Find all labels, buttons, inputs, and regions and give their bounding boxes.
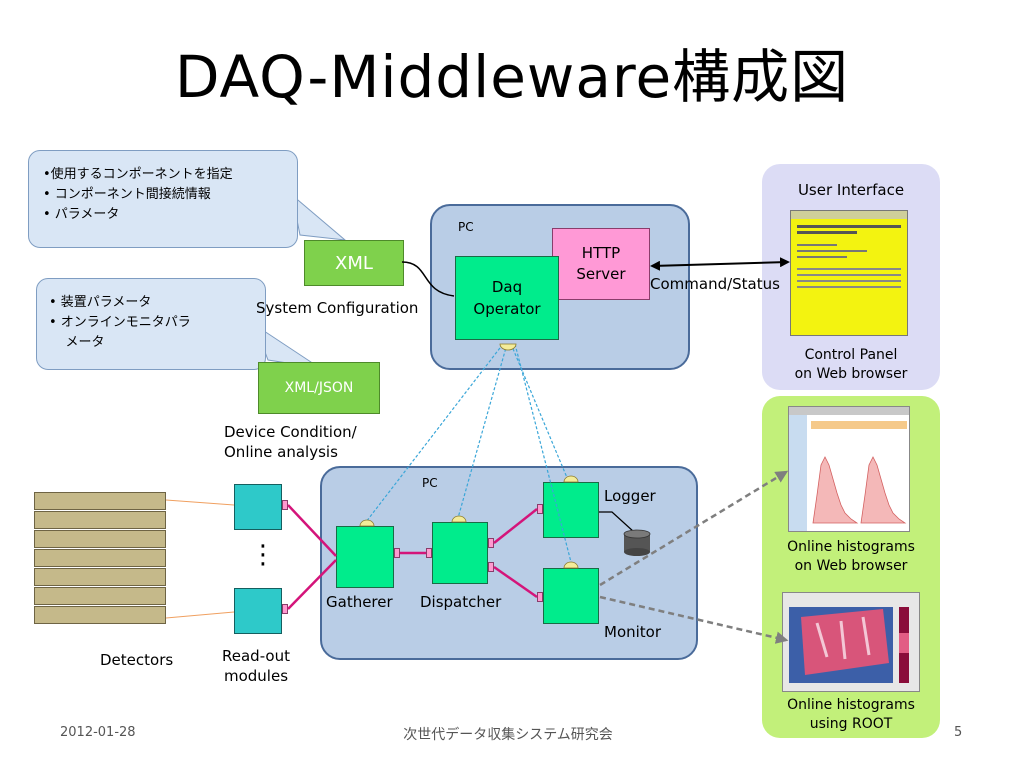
callout-xml-tail bbox=[291, 193, 347, 241]
readout-port-bottom bbox=[282, 604, 288, 614]
control-panel-screenshot bbox=[790, 210, 908, 336]
daq-operator-line: Operator bbox=[473, 300, 541, 318]
page-title: DAQ-Middleware構成図 bbox=[174, 43, 850, 111]
hist-web-caption-line: Online histograms bbox=[787, 539, 915, 555]
xml-note-label: XML bbox=[335, 252, 373, 274]
user-interface-title: User Interface bbox=[797, 181, 905, 199]
http-server-line: Server bbox=[576, 265, 626, 283]
readout-label-line: modules bbox=[223, 667, 289, 685]
callout-device-line: • 装置パラメータ bbox=[49, 295, 152, 310]
hist-root-caption-line: using ROOT bbox=[809, 716, 893, 732]
monitor-box bbox=[543, 568, 599, 624]
hist-web-caption-line: on Web browser bbox=[794, 558, 908, 574]
readout-ellipsis: ⋮ bbox=[250, 540, 276, 570]
detectors-stack bbox=[34, 492, 166, 626]
monitor-label: Monitor bbox=[604, 623, 662, 641]
control-panel-caption-line: Control Panel bbox=[804, 347, 898, 363]
system-configuration-label: System Configuration bbox=[256, 299, 419, 317]
xml-json-note: XML/JSON bbox=[258, 362, 380, 414]
readout-label-line: Read-out bbox=[222, 647, 290, 665]
http-server-line: HTTP bbox=[581, 244, 621, 262]
dispatcher-out-port-1 bbox=[488, 538, 494, 548]
device-condition-line: Online analysis bbox=[224, 443, 338, 461]
command-status-label: Command/Status bbox=[650, 275, 780, 293]
dispatcher-label: Dispatcher bbox=[420, 593, 502, 611]
device-condition-line: Device Condition/ bbox=[224, 423, 357, 441]
dispatcher-out-port-2 bbox=[488, 562, 494, 572]
hist-web-caption: Online histograms on Web browser bbox=[762, 538, 940, 576]
daq-operator-box: Daq Operator bbox=[455, 256, 559, 340]
readout-module-top bbox=[234, 484, 282, 530]
logger-box bbox=[543, 482, 599, 538]
readout-module-bottom bbox=[234, 588, 282, 634]
callout-xml: •使用するコンポーネントを指定 • コンポーネント間接続情報 • パラメータ bbox=[28, 150, 298, 248]
upper-pc-label: PC bbox=[458, 220, 474, 234]
xml-json-note-label: XML/JSON bbox=[284, 380, 354, 396]
callout-xml-line: •使用するコンポーネントを指定 bbox=[43, 167, 233, 182]
logger-label: Logger bbox=[604, 487, 656, 505]
footer-date: 2012-01-28 bbox=[60, 725, 136, 740]
lower-pc-label: PC bbox=[422, 476, 438, 490]
control-panel-caption: Control Panel on Web browser bbox=[762, 346, 940, 384]
gatherer-box bbox=[336, 526, 394, 588]
readout-port-top bbox=[282, 500, 288, 510]
dispatcher-in-port bbox=[426, 548, 432, 558]
detectors-label: Detectors bbox=[100, 651, 174, 669]
callout-xml-line: • コンポーネント間接続情報 bbox=[43, 187, 211, 202]
xml-note: XML bbox=[304, 240, 404, 286]
device-condition-label: Device Condition/ Online analysis bbox=[224, 422, 357, 462]
hist-root-caption-line: Online histograms bbox=[787, 697, 915, 713]
http-server-box: HTTP Server bbox=[552, 228, 650, 300]
hist-root-caption: Online histograms using ROOT bbox=[762, 696, 940, 734]
footer-page-number: 5 bbox=[954, 725, 963, 740]
root-histogram-screenshot bbox=[782, 592, 920, 692]
callout-device-line: • オンラインモニタパラ bbox=[49, 315, 191, 330]
callout-xml-line: • パラメータ bbox=[43, 207, 120, 222]
callout-device: • 装置パラメータ • オンラインモニタパラ メータ bbox=[36, 278, 266, 370]
callout-device-line: メータ bbox=[49, 335, 105, 350]
footer-organization: 次世代データ収集システム研究会 bbox=[403, 727, 613, 743]
readout-label: Read-out modules bbox=[210, 646, 302, 686]
daq-operator-line: Daq bbox=[491, 278, 523, 296]
gatherer-out-port bbox=[394, 548, 400, 558]
web-histogram-screenshot bbox=[788, 406, 910, 532]
gatherer-label: Gatherer bbox=[326, 593, 393, 611]
dispatcher-box bbox=[432, 522, 488, 584]
control-panel-caption-line: on Web browser bbox=[794, 366, 908, 382]
